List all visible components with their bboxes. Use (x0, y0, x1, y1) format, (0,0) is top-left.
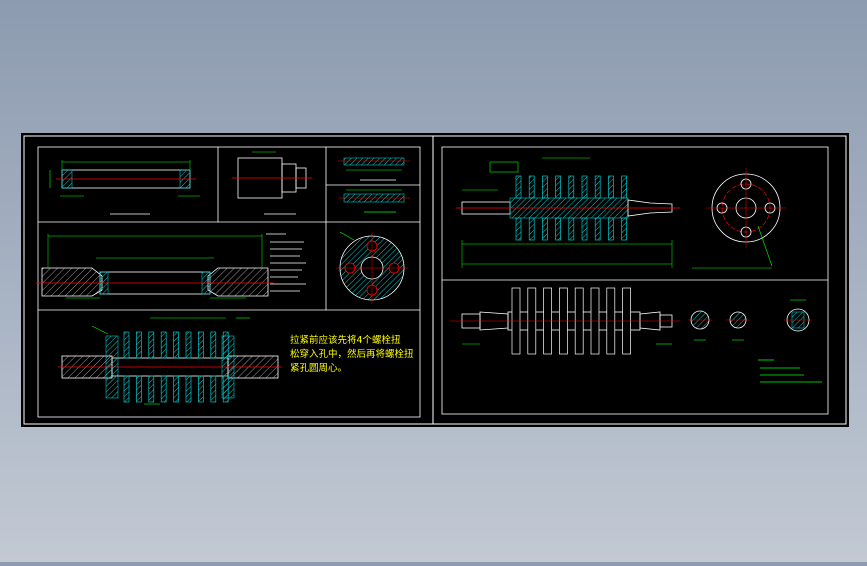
fin (621, 217, 627, 241)
pipe-section-view (49, 160, 200, 215)
fins-lower (515, 217, 627, 241)
fin (185, 375, 192, 403)
ring-detail-view-2 (338, 189, 410, 213)
assembly-note: 拉紧前应该先将4个螺栓扭 松穿入孔中，然后再将螺栓扭 紧孔圆周心。 (290, 334, 414, 374)
right-sheet (441, 146, 829, 415)
fin (198, 331, 204, 359)
fin (568, 217, 575, 241)
fin (542, 175, 548, 199)
fin (621, 175, 627, 199)
fin (515, 217, 522, 241)
fin (136, 375, 142, 403)
fin (581, 217, 588, 241)
technical-notes-right (758, 359, 822, 383)
fin (568, 175, 575, 199)
fin (185, 331, 192, 359)
left-sheet (37, 146, 421, 418)
shaft-cross-sections (688, 299, 812, 341)
fin (555, 175, 561, 199)
fin (515, 175, 522, 199)
finned-shaft-section (456, 157, 680, 268)
fins-upper (515, 175, 627, 199)
fin (160, 375, 167, 403)
fin-element-view (450, 287, 680, 355)
fin (528, 217, 535, 241)
fin (608, 175, 614, 199)
sheet-border (23, 135, 847, 425)
fin (581, 175, 588, 199)
assembly-note-line-1: 拉紧前应该先将4个螺栓扭 (290, 334, 401, 346)
fin (210, 331, 217, 359)
shaft-stub-view (232, 151, 312, 215)
fin (542, 217, 548, 241)
fins-top (123, 331, 229, 359)
fin (136, 331, 142, 359)
fin (198, 375, 204, 403)
fin (123, 331, 130, 359)
heater-assembly-view (58, 317, 282, 405)
ring-detail-view-1 (338, 157, 410, 181)
right-frame (441, 146, 829, 415)
fin (173, 375, 179, 403)
fin (608, 217, 614, 241)
flange-plate-view (336, 231, 408, 304)
fin (123, 375, 130, 403)
end-flange-view (692, 168, 786, 269)
fin (210, 375, 217, 403)
fins-bottom (123, 375, 229, 403)
fin (148, 375, 155, 403)
technical-notes-left (266, 233, 306, 292)
fin (594, 217, 601, 241)
fin (173, 331, 179, 359)
fin (555, 217, 561, 241)
fin (528, 175, 535, 199)
assembly-section-view (36, 234, 274, 299)
assembly-note-line-2: 松穿入孔中，然后再将螺栓扭 (290, 348, 414, 360)
fin (594, 175, 601, 199)
fin (160, 331, 167, 359)
fin (148, 331, 155, 359)
assembly-note-line-3: 紧孔圆周心。 (290, 363, 347, 374)
left-frame (37, 146, 421, 418)
